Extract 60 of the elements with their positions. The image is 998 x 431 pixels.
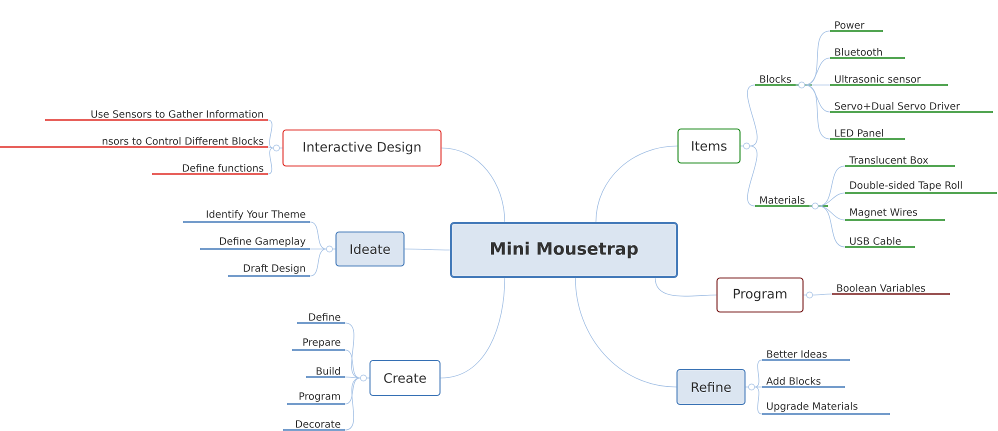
- connector-line: [754, 360, 762, 388]
- topic-box: Create: [369, 360, 441, 396]
- connector-line: [344, 378, 361, 404]
- subtopic-label: Program: [287, 392, 345, 405]
- topic-box: Program: [716, 277, 804, 313]
- subtopic-label: Upgrade Materials: [762, 402, 890, 415]
- subtopic-label: Bluetooth: [830, 48, 905, 59]
- connector-line: [404, 248, 450, 250]
- subtopic-label: Ultrasonic sensor: [830, 75, 948, 86]
- subtopic-label: Identify Your Theme: [183, 210, 310, 223]
- connector-line: [596, 146, 678, 222]
- connector-line: [812, 294, 832, 296]
- connector-line: [268, 146, 274, 148]
- subtopic-label: Define functions: [152, 164, 268, 175]
- subtopic-label: Add Blocks: [762, 377, 846, 388]
- connector-line: [818, 206, 846, 220]
- subtopic-label: Double-sided Tape Roll: [845, 181, 998, 194]
- subtopic-label: Power: [830, 21, 883, 32]
- subtopic-label: Servo+Dual Servo Driver: [830, 102, 994, 113]
- subtopic-label: Decorate: [283, 420, 345, 431]
- subtopic-label: Magnet Wires: [845, 208, 945, 221]
- connector-line: [440, 278, 506, 378]
- connector-line: [344, 350, 361, 378]
- connector-line: [754, 386, 762, 414]
- topic-box: Items: [677, 128, 741, 164]
- connector-line: [310, 248, 327, 276]
- subtopic-label: Prepare: [292, 338, 345, 351]
- topic-box: Ideate: [335, 231, 405, 267]
- subtopic-label: Draft Design: [228, 264, 310, 277]
- connector-line: [441, 148, 506, 222]
- connector-line: [268, 148, 274, 174]
- connector-line: [804, 58, 830, 86]
- connector-line: [310, 248, 327, 250]
- connector-line: [310, 222, 327, 250]
- connector-line: [344, 376, 361, 378]
- central-topic-box: Mini Mousetrap: [450, 222, 678, 278]
- subtopic-label: Translucent Box: [845, 156, 956, 167]
- topic-box: Refine: [676, 368, 746, 406]
- subtopic-label: Boolean Variables: [832, 284, 950, 295]
- connector-line: [754, 386, 762, 388]
- subtopic-label: Better Ideas: [762, 350, 850, 361]
- topic-box: Interactive Design: [282, 129, 442, 167]
- subtopic-label: Define Gameplay: [200, 237, 310, 250]
- connector-line: [654, 278, 717, 297]
- subtopic-label: Build: [306, 367, 345, 378]
- connector-line: [575, 278, 677, 388]
- connector-line: [268, 120, 274, 148]
- connector-line: [344, 378, 361, 430]
- subtopic-label: Define: [297, 313, 345, 324]
- connector-line: [804, 84, 830, 140]
- connector-line: [804, 84, 830, 86]
- connector-line: [804, 84, 830, 112]
- subtopic-label: Blocks: [755, 75, 812, 86]
- subtopic-label: Use Sensors to Gather Information: [45, 110, 268, 121]
- subtopic-label: USB Cable: [845, 237, 916, 248]
- subtopic-label: LED Panel: [830, 129, 905, 140]
- connector-line: [818, 192, 846, 206]
- subtopic-label: Materials: [755, 196, 828, 207]
- connector-line: [818, 206, 846, 248]
- subtopic-label: nsors to Control Different Blocks: [0, 137, 268, 148]
